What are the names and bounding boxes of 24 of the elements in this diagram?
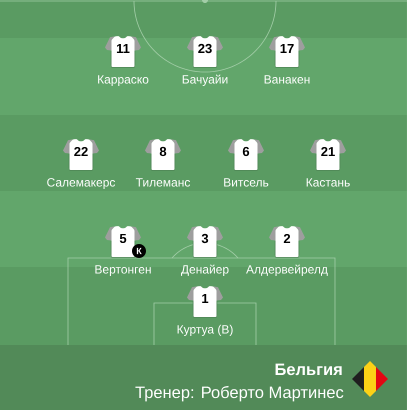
player-shirt: 8 [145,139,181,171]
player-name: Витсель [224,178,268,187]
player-shirt: 17 [269,36,305,68]
player-shirt: 22 [63,139,99,171]
player-name: Салемакерс [47,178,116,189]
team-name: Бельгия [276,364,342,376]
player-shirt: 2 [269,226,305,258]
player-name: Алдервейрелд [246,264,328,276]
player-name: Ванакен [264,75,310,84]
player-shirt: 21 [310,139,346,171]
player-name: Вертонген [95,265,151,276]
player-name: Карраско [98,75,148,86]
player-name: Куртуа (В) [178,324,233,336]
player-shirt: 11 [105,36,141,68]
player-name: Кастань [306,178,350,187]
player-name: Тилеманс [136,178,190,187]
coach-name: Тренер: Роберто Мартинес [135,386,344,402]
captain-badge: К [132,244,146,258]
player-shirt: 23 [187,36,223,68]
player-name: Денайер [181,264,229,276]
player-shirt: 6 [228,139,264,171]
player-shirt: 1 [187,286,223,318]
player-name: Бачуайи [182,74,228,86]
player-shirt: 3 [187,226,223,258]
